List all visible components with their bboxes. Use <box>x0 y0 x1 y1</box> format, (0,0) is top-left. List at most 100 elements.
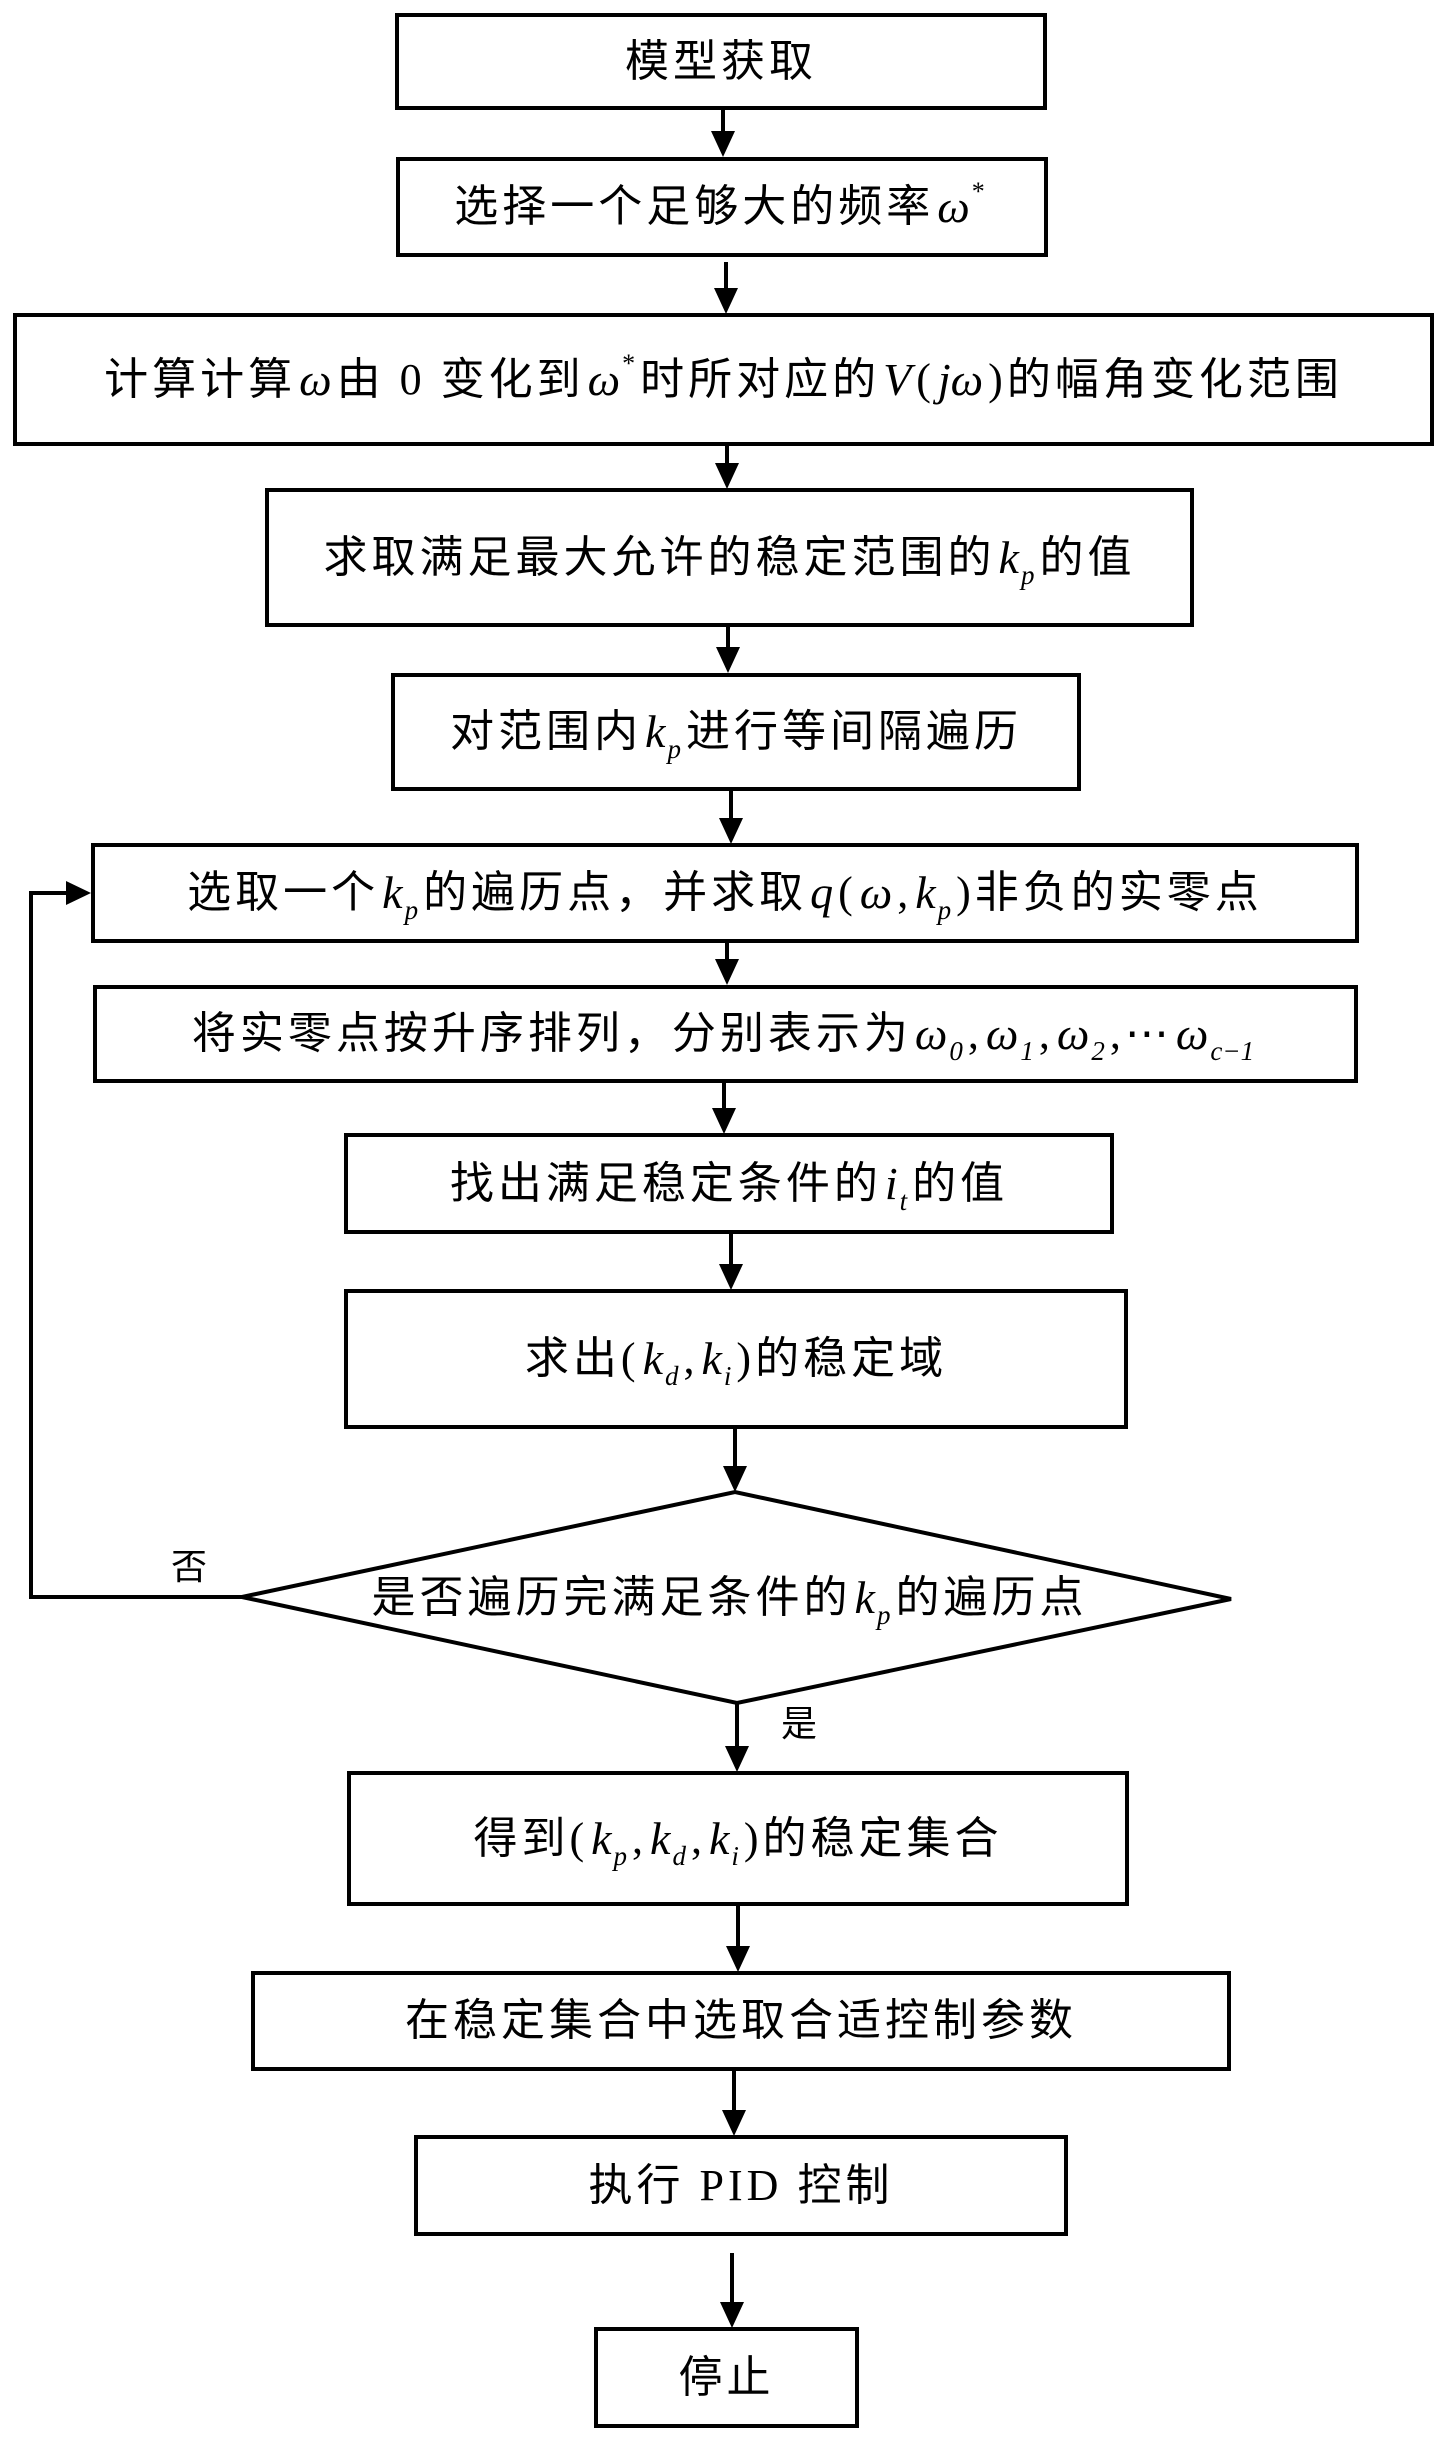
step-select-kp-point: 选取一个 kp 的遍历点，并求取 q ( ω , kp )非负的实零点 <box>91 843 1359 943</box>
step-label: , <box>690 1813 706 1863</box>
math-k-p: kp <box>591 1812 627 1869</box>
step-label: 选择一个足够大的频率 <box>454 182 935 231</box>
math-var: k <box>854 1571 875 1623</box>
math-k-i: ki <box>701 1333 731 1390</box>
step-label: 将实零点按升序排列，分别表示为 <box>191 1009 912 1058</box>
math-omega-star: ω* <box>588 351 635 403</box>
step-label: 由 0 变化到 <box>336 354 585 404</box>
step-label: 在稳定集合中选取合适控制参数 <box>405 1996 1077 2045</box>
math-var: ω <box>859 867 893 918</box>
step-label: 模型获取 <box>625 36 817 86</box>
arrowhead-9 <box>725 1746 749 1772</box>
decision-diamond <box>241 1489 1232 1706</box>
arrowhead-8 <box>723 1466 747 1492</box>
math-sub: p <box>613 1840 628 1871</box>
math-omega-1: ω1 <box>985 1008 1034 1065</box>
step-label: , <box>967 1009 983 1058</box>
math-var: ω <box>985 1008 1019 1059</box>
step-compute-argument-range: 计算计算 ω 由 0 变化到 ω* 时所对应的 V ( jω )的幅角变化范围 <box>13 313 1434 446</box>
math-sub: 1 <box>1020 1036 1034 1067</box>
math-k-p: kp <box>645 709 681 763</box>
step-label: )的稳定集合 <box>743 1813 1003 1863</box>
step-model-acquisition: 模型获取 <box>395 13 1047 110</box>
math-k-d: kd <box>642 1333 679 1390</box>
math-sup: * <box>622 349 636 379</box>
math-sup: * <box>971 176 985 206</box>
step-label: ( <box>916 354 935 404</box>
math-var: k <box>642 1333 663 1384</box>
branch-yes-label: 是 <box>781 1704 818 1744</box>
arrowhead-2 <box>715 463 739 489</box>
step-traverse-kp: 对范围内 kp 进行等间隔遍历 <box>391 673 1081 791</box>
step-label: 时所对应的 <box>640 354 881 404</box>
math-var: jω <box>937 353 984 405</box>
math-sub: t <box>899 1185 908 1216</box>
step-label: 得到( <box>473 1813 589 1863</box>
math-k-p: kp <box>382 870 418 924</box>
math-omega-star: ω* <box>937 178 984 232</box>
math-omega-c-minus-1: ωc−1 <box>1176 1011 1254 1065</box>
arrowhead-11 <box>722 2110 746 2136</box>
step-find-kp-max-range: 求取满足最大允许的稳定范围的 kp 的值 <box>265 488 1194 627</box>
math-var: k <box>998 531 1019 583</box>
math-var: k <box>650 1812 671 1864</box>
math-k-p: kp <box>915 867 951 924</box>
math-var: q <box>810 867 834 918</box>
math-sub: 0 <box>949 1036 963 1067</box>
math-var: ω <box>1056 1008 1090 1059</box>
math-sub: p <box>667 734 681 765</box>
math-var: k <box>915 867 936 918</box>
step-label: 的遍历点，并求取 <box>423 868 808 917</box>
step-stable-set: 得到( kp , kd , ki )的稳定集合 <box>347 1771 1129 1906</box>
step-label: )非负的实零点 <box>956 868 1263 917</box>
step-find-it-value: 找出满足稳定条件的 it 的值 <box>344 1133 1114 1234</box>
step-label: 计算计算 <box>104 354 297 404</box>
step-label: ,⋯ <box>1109 1009 1173 1058</box>
math-var: V <box>883 353 912 405</box>
step-execute-pid: 执行 PID 控制 <box>414 2135 1068 2236</box>
step-kd-ki-stable-region: 求出( kd , ki )的稳定域 <box>344 1289 1128 1429</box>
step-select-parameters: 在稳定集合中选取合适控制参数 <box>251 1971 1231 2071</box>
step-stop: 停止 <box>594 2327 859 2428</box>
math-sub: p <box>876 1599 891 1630</box>
math-sub: p <box>404 895 419 926</box>
math-omega: ω <box>860 870 892 916</box>
step-label: 进行等间隔遍历 <box>685 707 1022 756</box>
step-label: 求出( <box>524 1334 640 1383</box>
arrowhead-0 <box>711 131 735 157</box>
arrowhead-6 <box>712 1108 736 1134</box>
decision-label: 是否遍历完满足条件的 <box>371 1572 852 1622</box>
math-var: ω <box>299 353 332 405</box>
math-k-p: kp <box>998 531 1035 588</box>
math-sub: i <box>731 1840 739 1871</box>
step-label: 停止 <box>678 2352 775 2402</box>
math-var: ω <box>937 181 970 232</box>
arrowhead-12 <box>720 2302 744 2328</box>
math-j-omega: jω <box>937 353 984 405</box>
math-var: k <box>708 1812 730 1864</box>
math-var: k <box>701 1333 722 1384</box>
loop-back-connector <box>29 891 242 1599</box>
math-sub: p <box>937 895 952 926</box>
arrowhead-4 <box>719 818 743 844</box>
step-label: , <box>897 868 913 917</box>
step-sort-zeros: 将实零点按升序排列，分别表示为 ω0 , ω1 , ω2 ,⋯ ωc−1 <box>93 985 1358 1083</box>
step-label: 对范围内 <box>450 707 643 756</box>
loop-arrowhead <box>66 881 91 905</box>
decision-all-kp-traversed: 是否遍历完满足条件的 kp 的遍历点 <box>242 1492 1217 1703</box>
step-label: )的稳定域 <box>736 1334 948 1383</box>
math-v: V <box>883 353 912 405</box>
math-omega: ω <box>299 353 332 405</box>
math-var: ω <box>914 1008 948 1059</box>
math-i-t: it <box>885 1160 907 1214</box>
step-label: 求取满足最大允许的稳定范围的 <box>323 532 996 582</box>
arrowhead-7 <box>719 1264 743 1290</box>
step-label: )的幅角变化范围 <box>988 354 1343 404</box>
math-var: k <box>591 1812 612 1864</box>
math-k-d: kd <box>650 1812 686 1869</box>
step-label: 的值 <box>1039 532 1136 582</box>
step-label: , <box>1038 1009 1054 1058</box>
step-label: , <box>683 1334 699 1383</box>
